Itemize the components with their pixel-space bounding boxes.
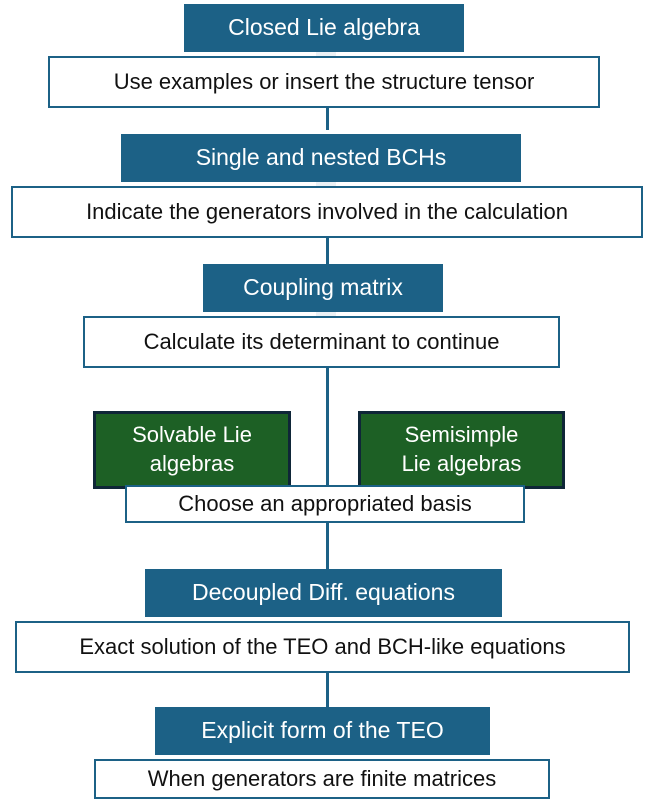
node-header-explicit-form-of-the-teo[interactable]: Explicit form of the TEO — [155, 707, 490, 755]
node-body-single-and-nested-bchs[interactable]: Indicate the generators involved in the … — [11, 186, 643, 238]
node-header-coupling-matrix[interactable]: Coupling matrix — [203, 264, 443, 312]
branch-label-line1: Solvable Lie — [132, 422, 252, 448]
connector-step3-to-branches — [326, 368, 329, 490]
connector-step5-to-step6 — [326, 673, 329, 707]
node-body-explicit-form-of-the-teo[interactable]: When generators are finite matrices — [94, 759, 550, 799]
branch-label-line2: algebras — [149, 451, 235, 476]
connector-step2-to-step3 — [326, 238, 329, 268]
node-body-choose-basis[interactable]: Choose an appropriated basis — [125, 485, 525, 523]
node-header-label: Explicit form of the TEO — [201, 717, 444, 744]
branch-label-line2: Lie algebras — [401, 451, 522, 476]
node-header-single-and-nested-bchs[interactable]: Single and nested BCHs — [121, 134, 521, 182]
node-body-label: Indicate the generators involved in the … — [86, 199, 568, 225]
node-body-decoupled-diff-equations[interactable]: Exact solution of the TEO and BCH-like e… — [15, 621, 630, 673]
node-body-label: Use examples or insert the structure ten… — [113, 69, 535, 95]
node-body-label: Calculate its determinant to continue — [143, 329, 500, 355]
branch-label-line1: Semisimple — [404, 422, 519, 448]
node-header-label: Closed Lie algebra — [228, 14, 420, 41]
node-header-label: Single and nested BCHs — [195, 144, 447, 171]
connector-step1-to-step2 — [326, 108, 329, 130]
node-body-coupling-matrix[interactable]: Calculate its determinant to continue — [83, 316, 560, 368]
node-body-label: When generators are finite matrices — [147, 766, 497, 792]
node-header-closed-lie-algebra[interactable]: Closed Lie algebra — [184, 4, 464, 52]
node-semisimple-lie-algebras[interactable]: Semisimple Lie algebras — [358, 411, 565, 489]
node-body-closed-lie-algebra[interactable]: Use examples or insert the structure ten… — [48, 56, 600, 108]
connector-branches-to-step5 — [326, 523, 329, 571]
node-body-label: Exact solution of the TEO and BCH-like e… — [79, 634, 566, 660]
node-body-label: Choose an appropriated basis — [178, 491, 472, 517]
node-header-decoupled-diff-equations[interactable]: Decoupled Diff. equations — [145, 569, 502, 617]
node-header-label: Decoupled Diff. equations — [192, 579, 455, 606]
node-header-label: Coupling matrix — [243, 274, 403, 301]
node-solvable-lie-algebras[interactable]: Solvable Lie algebras — [93, 411, 291, 489]
